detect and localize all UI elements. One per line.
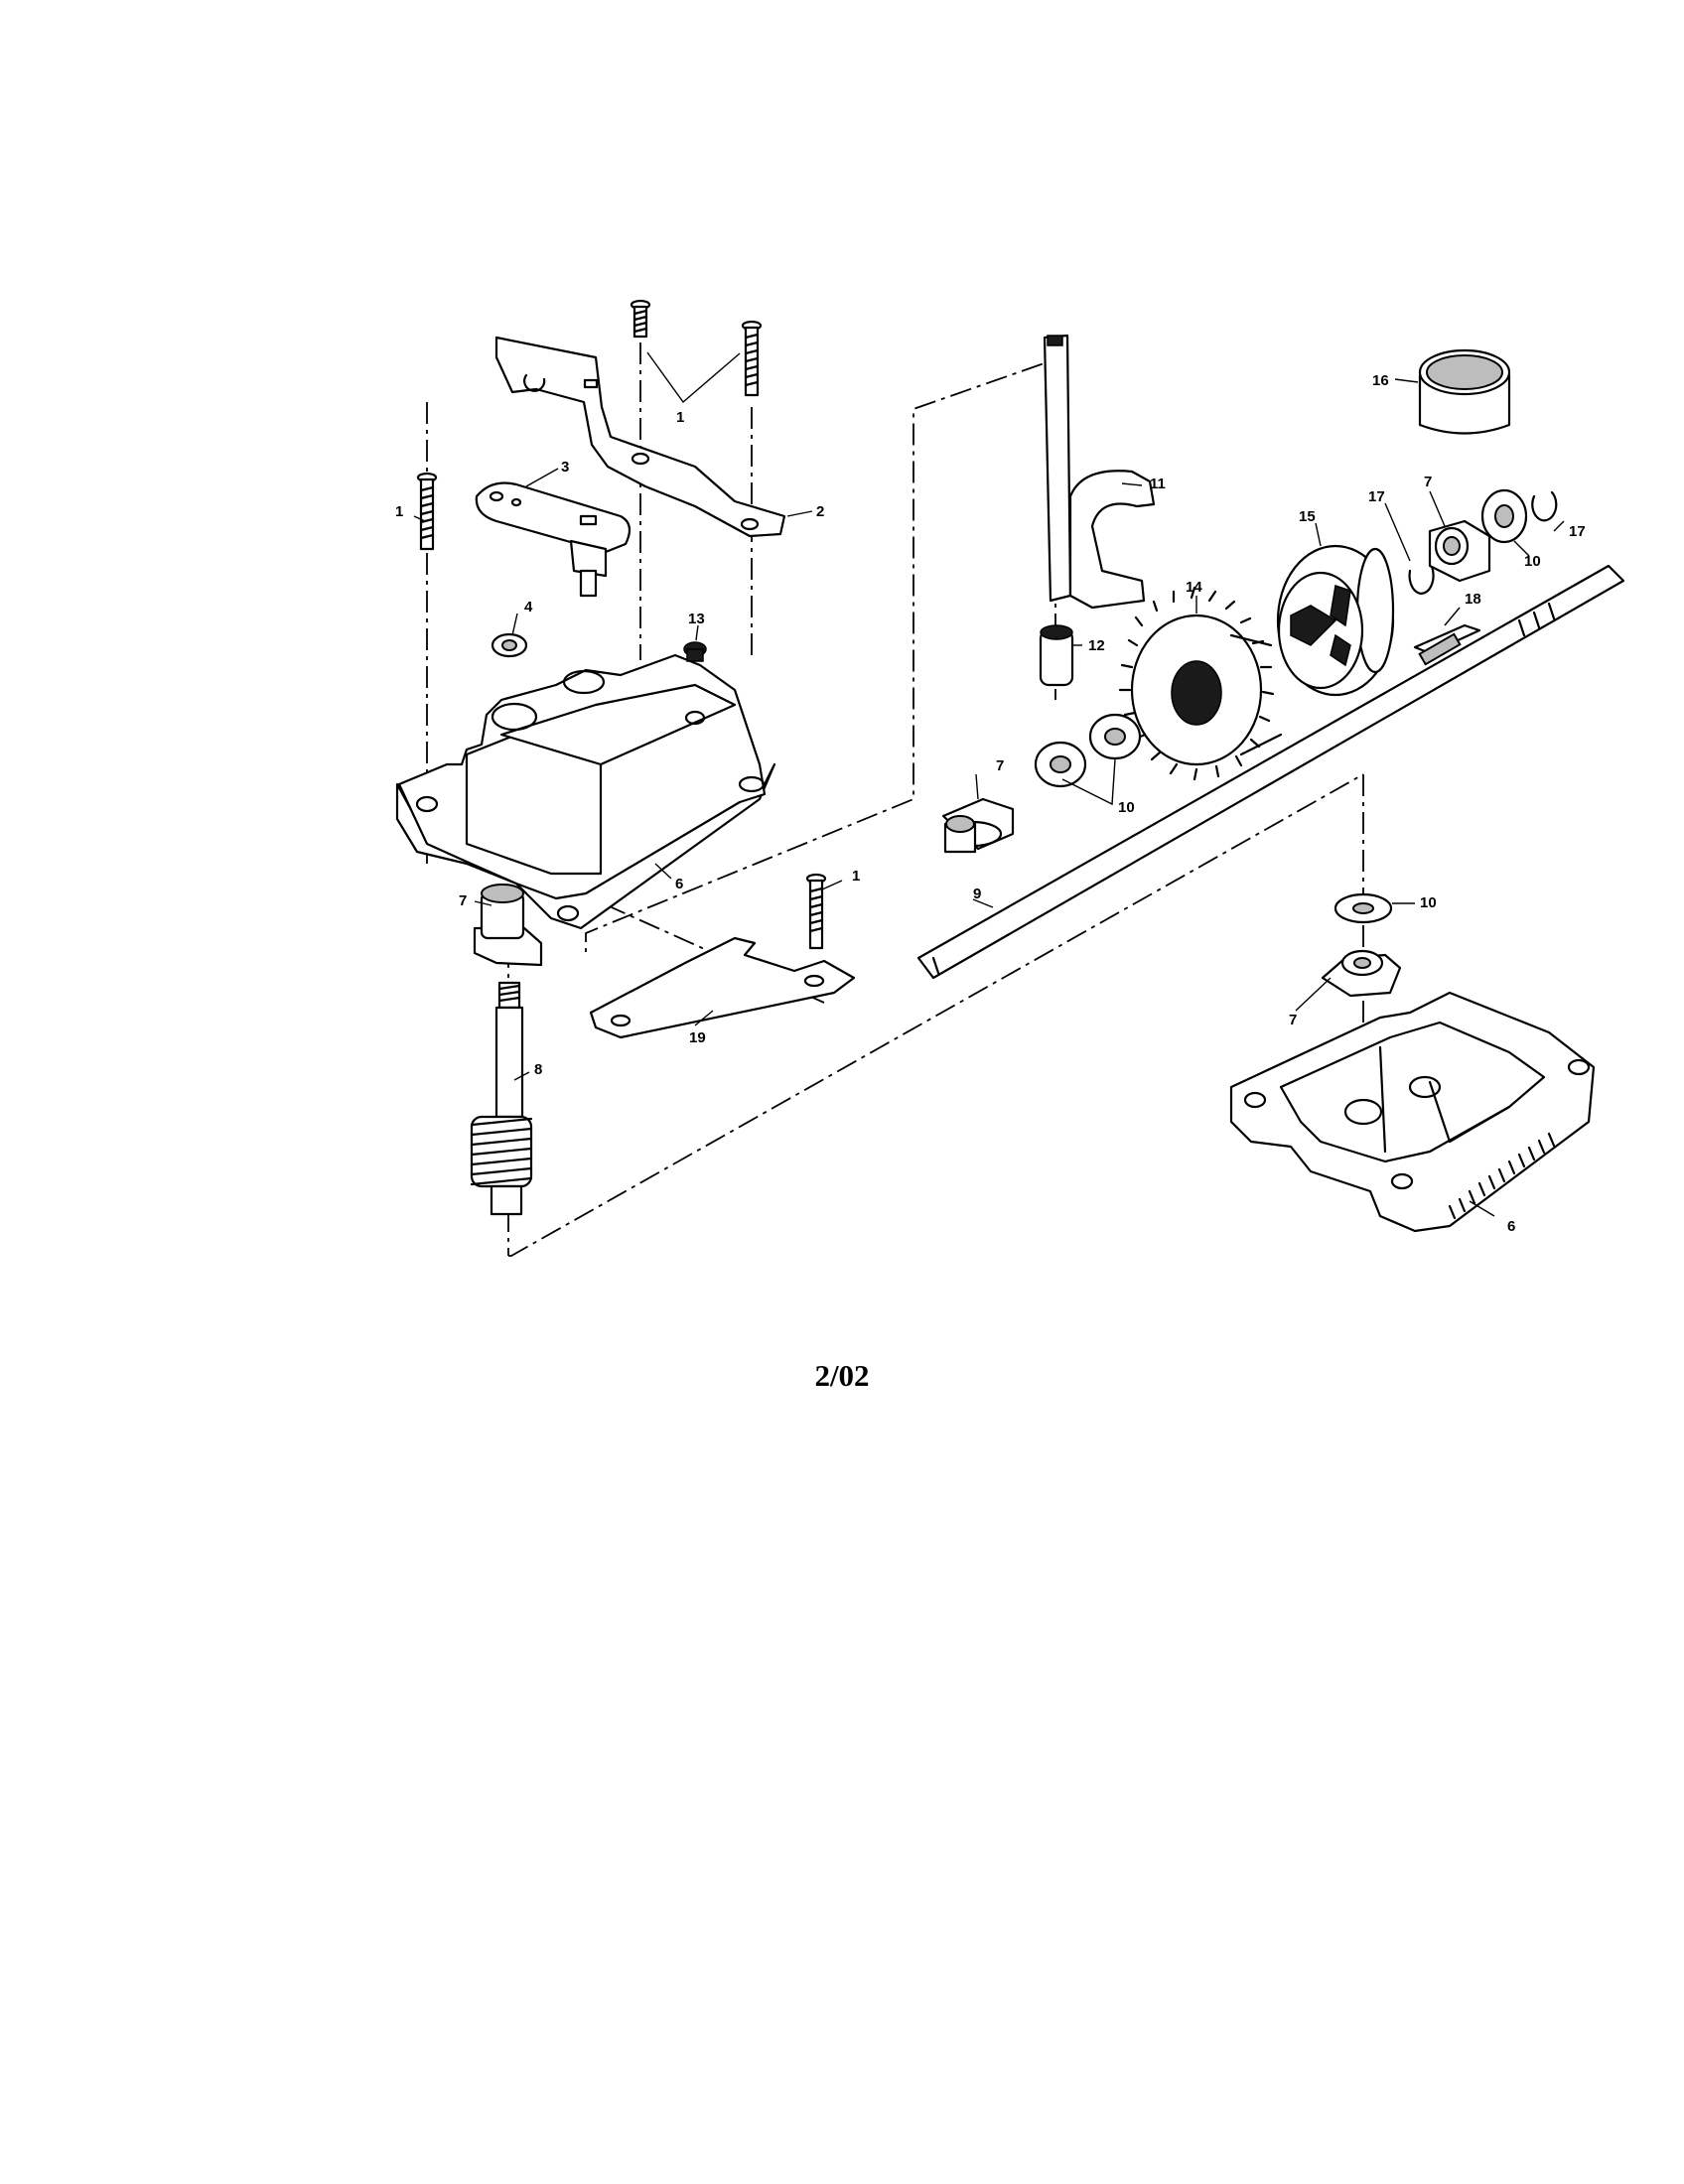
callout-2: 2 bbox=[816, 503, 824, 520]
axle-shaft bbox=[916, 564, 1625, 980]
screw-top-left bbox=[630, 299, 651, 339]
callout-1: 1 bbox=[395, 503, 403, 520]
leader-lines bbox=[413, 351, 1565, 1217]
ring-17-right bbox=[1531, 490, 1558, 522]
ring-17-left bbox=[1408, 561, 1435, 595]
washer-4 bbox=[491, 632, 528, 658]
clutch-15 bbox=[1276, 544, 1395, 697]
screw-bottom bbox=[805, 873, 827, 950]
bearing-right-upper bbox=[1428, 519, 1491, 583]
shift-lever bbox=[475, 481, 632, 598]
callout-1: 1 bbox=[852, 868, 860, 885]
callout-10: 10 bbox=[1524, 553, 1541, 570]
worm-shaft bbox=[470, 981, 533, 1216]
callout-7: 7 bbox=[1289, 1012, 1297, 1028]
callout-3: 3 bbox=[561, 459, 569, 476]
shifter-fork bbox=[1043, 334, 1156, 610]
callout-10: 10 bbox=[1420, 894, 1437, 911]
gearcase-lower-housing bbox=[1229, 991, 1596, 1233]
washer-10-upper bbox=[1480, 488, 1528, 544]
washers-10-shaft bbox=[1034, 713, 1142, 788]
callout-7: 7 bbox=[1424, 474, 1432, 490]
callout-12: 12 bbox=[1088, 637, 1105, 654]
bearing-lower-right bbox=[1321, 949, 1402, 998]
thrust-plate bbox=[589, 936, 856, 1039]
bearing-shaft-left bbox=[941, 797, 1015, 854]
callout-14: 14 bbox=[1186, 579, 1202, 596]
bearing-left bbox=[473, 884, 543, 967]
screw-top-right bbox=[741, 320, 763, 397]
shift-bracket bbox=[494, 336, 786, 538]
callout-4: 4 bbox=[524, 599, 533, 615]
callout-16: 16 bbox=[1372, 372, 1389, 389]
screw-left bbox=[416, 472, 438, 551]
gear-14 bbox=[1118, 586, 1283, 781]
callout-17: 17 bbox=[1569, 523, 1586, 540]
callout-11: 11 bbox=[1150, 476, 1166, 492]
callout-19: 19 bbox=[689, 1029, 706, 1046]
gearcase-upper-housing bbox=[395, 653, 776, 930]
callout-8: 8 bbox=[534, 1061, 542, 1078]
washer-10-lower bbox=[1333, 892, 1393, 924]
callout-10: 10 bbox=[1118, 799, 1135, 816]
callout-9: 9 bbox=[973, 886, 981, 902]
callout-18: 18 bbox=[1465, 591, 1481, 608]
callout-1: 1 bbox=[676, 409, 684, 426]
callout-17: 17 bbox=[1368, 488, 1385, 505]
callout-6: 6 bbox=[1507, 1218, 1515, 1235]
callout-7: 7 bbox=[996, 757, 1004, 774]
page-revision-label: 2/02 bbox=[814, 1358, 870, 1393]
bushing-16 bbox=[1418, 348, 1511, 435]
callout-6: 6 bbox=[675, 876, 683, 892]
callout-13: 13 bbox=[688, 611, 705, 627]
plug-13 bbox=[683, 641, 707, 662]
callout-7: 7 bbox=[459, 892, 467, 909]
spacer-12 bbox=[1039, 624, 1074, 687]
callout-15: 15 bbox=[1299, 508, 1316, 525]
